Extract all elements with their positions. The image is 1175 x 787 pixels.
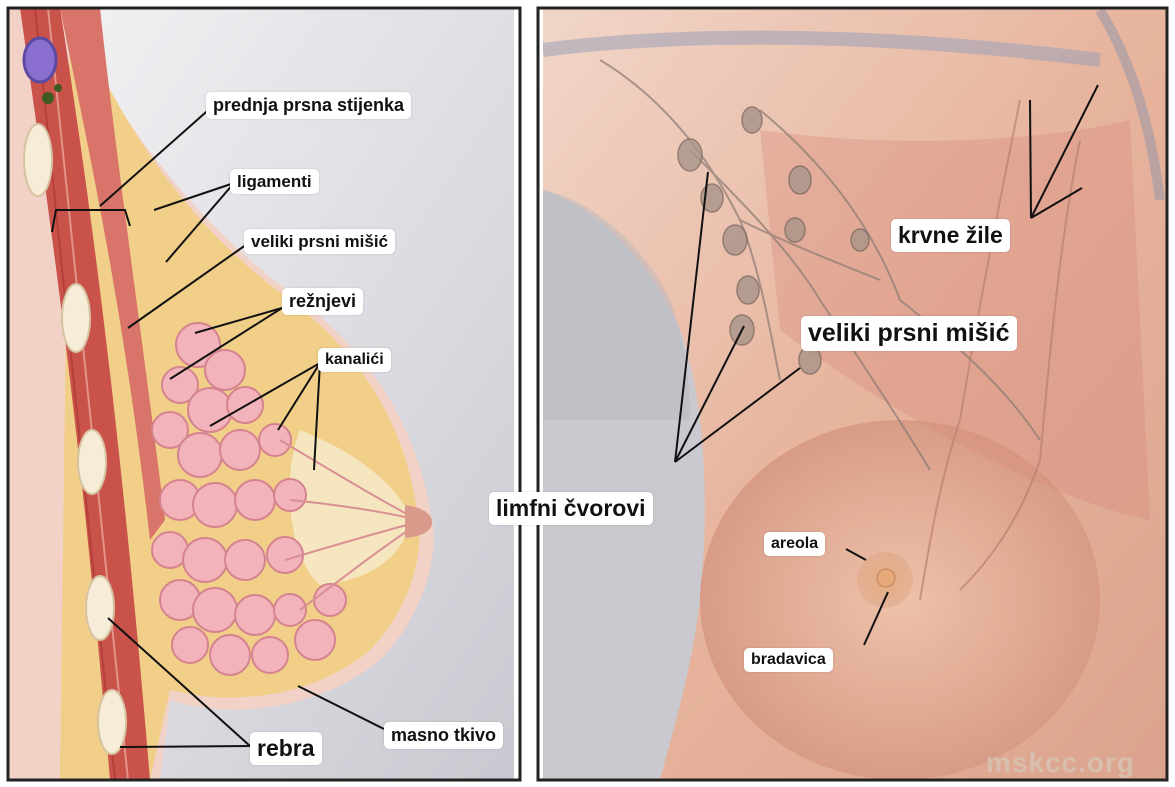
label-ligaments: ligamenti	[230, 169, 319, 194]
label-lobes: režnjevi	[282, 288, 363, 315]
label-pectoral-muscle-left: veliki prsni mišić	[244, 229, 395, 254]
label-fatty-tissue: masno tkivo	[384, 722, 503, 749]
label-blood-vessels: krvne žile	[891, 219, 1010, 252]
label-chest-wall: prednja prsna stijenka	[206, 92, 411, 119]
right-panel-frontal-view	[543, 8, 1167, 780]
nipple	[877, 569, 895, 587]
label-lymph-nodes: limfni čvorovi	[489, 492, 653, 525]
label-ribs: rebra	[250, 732, 322, 765]
watermark: mskcc.org	[986, 747, 1135, 779]
label-pectoral-muscle-right: veliki prsni mišić	[801, 316, 1017, 351]
label-nipple: bradavica	[744, 648, 833, 672]
left-panel-sagittal-view	[8, 8, 514, 780]
label-ducts: kanalići	[318, 348, 391, 372]
label-areola: areola	[764, 532, 825, 556]
